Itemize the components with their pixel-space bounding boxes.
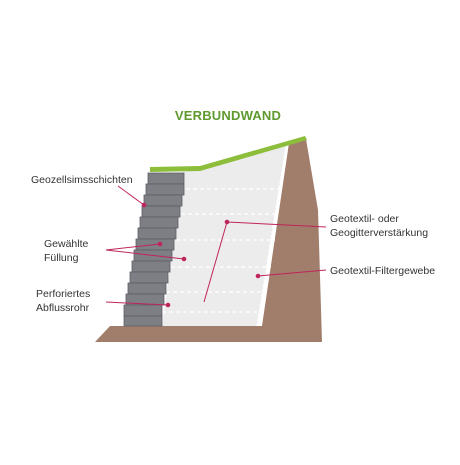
selected-fill-zone xyxy=(162,146,286,326)
label-selected-fill-line-2: Füllung xyxy=(44,252,79,264)
label-perforated-drain-line-1: Perforiertes xyxy=(36,288,91,300)
reinforcement-layers xyxy=(162,188,284,313)
filter-fabric-line xyxy=(256,145,287,327)
grass-strip xyxy=(150,136,307,172)
leader-dot-fill-a xyxy=(157,241,163,247)
label-geotextile-reinforcement-line-2: Geogitterverstärkung xyxy=(330,227,429,239)
leader-drain xyxy=(105,301,169,306)
label-perforated-drain: Perforiertes Abflussrohr xyxy=(36,287,90,315)
diagram-title: VERBUNDWAND xyxy=(174,108,282,123)
leader-reinforcement-a xyxy=(226,221,327,228)
label-geocell-layers: Geozellsimsschichten xyxy=(31,174,133,186)
soil-backfill xyxy=(95,139,322,342)
leader-dot-filter xyxy=(255,273,261,279)
label-selected-fill-line-1: Gewählte xyxy=(44,238,89,250)
leader-geocell xyxy=(117,185,145,206)
leader-fill-b xyxy=(105,249,185,260)
leader-fill-a xyxy=(105,243,161,251)
leader-dot-fill-b xyxy=(181,256,187,262)
leader-filter xyxy=(257,269,327,277)
leader-dot-geocell xyxy=(141,202,147,208)
label-selected-fill: Gewählte Füllung xyxy=(44,237,88,265)
label-geotextile-reinforcement-line-1: Geotextil- oder xyxy=(330,213,399,225)
leader-reinforcement-b xyxy=(203,221,228,303)
label-filter-fabric: Geotextil-Filtergewebe xyxy=(330,265,436,277)
label-perforated-drain-line-2: Abflussrohr xyxy=(36,302,90,314)
label-geotextile-reinforcement: Geotextil- oder Geogitterverstärkung xyxy=(330,212,428,240)
leader-dot-drain xyxy=(165,302,171,308)
